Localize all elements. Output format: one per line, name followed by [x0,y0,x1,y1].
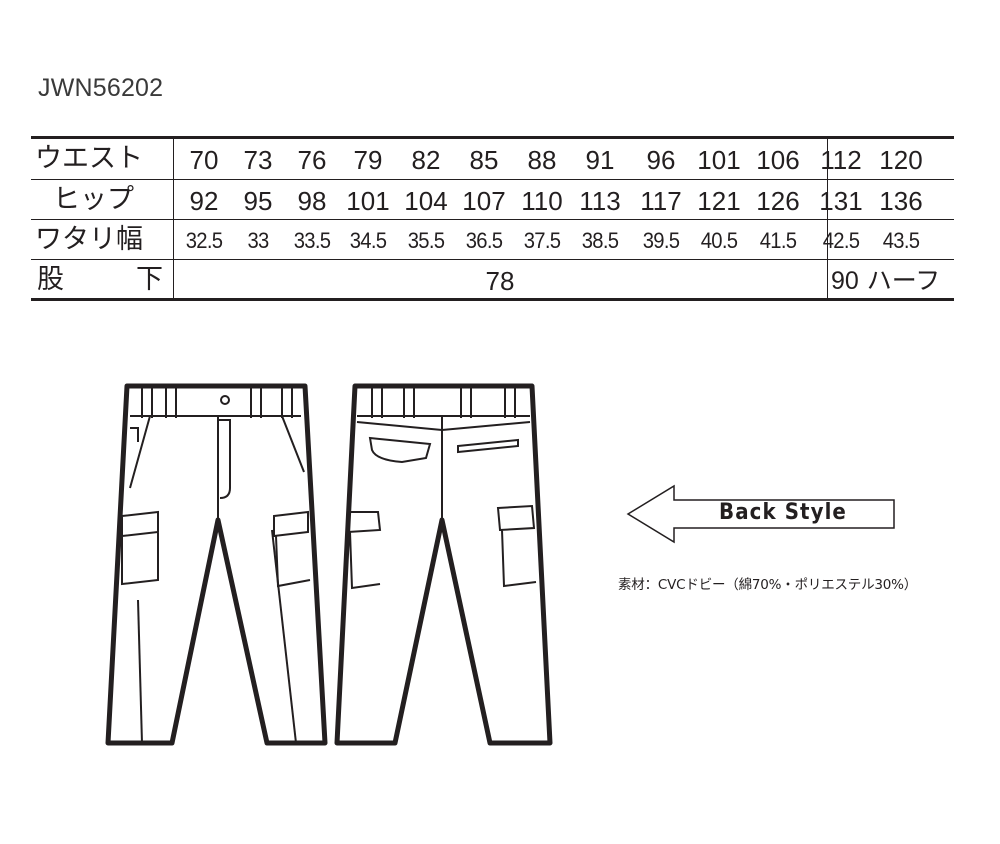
table-cell: 107 [462,186,506,216]
table-cell: 112 [820,145,862,175]
row-label-hip: ヒップ [53,184,134,215]
table-cell: 42.5 [822,228,860,253]
table-divider-label [173,139,174,298]
table-cell: 34.5 [349,228,387,253]
back-pocket-left [368,436,432,464]
row-label-inseam: 股 下 [31,260,173,300]
back-belt-loop [371,388,383,418]
back-style-label: Back Style [719,500,847,525]
table-cell: 92 [189,186,219,216]
table-cell: 101 [346,186,390,216]
table-cell: 79 [353,145,383,175]
table-cell: 126 [756,186,800,216]
front-belt-loop [281,388,293,418]
front-belt-loop [165,388,177,418]
pants-drawing [105,383,553,746]
table-cell: 131 [819,186,863,216]
table-cell: 95 [243,186,273,216]
table-row-inseam: 股 下 78 90 ハーフ [31,259,954,299]
table-cell: 76 [297,145,327,175]
back-belt-loop [460,388,472,418]
left-arrow-icon [626,484,895,544]
back-belt-loop [504,388,516,418]
inseam-regular-value: 78 [485,266,515,296]
table-row-waist: ウエスト 70 73 76 79 82 85 88 91 96 101 106 112 120 [31,139,954,179]
back-yoke [356,421,531,432]
table-cell: 136 [879,186,923,216]
front-crease-right [271,529,297,744]
table-cell: 110 [521,186,563,216]
inseam-long-value: 90 ハーフ [831,260,954,300]
back-cargo-pocket-left [347,511,382,590]
table-cell: 113 [579,186,621,216]
table-cell: 70 [189,145,219,175]
product-code: JWN56202 [38,74,164,102]
table-cell: 37.5 [523,228,561,253]
back-pants-outline [334,383,553,746]
table-cell: 32.5 [185,228,223,253]
back-cargo-pocket-right [496,504,537,588]
table-row-hip: ヒップ 92 95 98 101 104 107 110 113 117 121 126 131 136 [31,179,954,219]
front-cargo-pocket-left [121,510,159,586]
table-row-thigh-width: ワタリ幅 32.5 33 33.5 34.5 35.5 36.5 37.5 38.5 39.5 4… [31,219,954,259]
table-cell: 73 [243,145,273,175]
table-cell: 36.5 [465,228,503,253]
size-table: ウエスト 70 73 76 79 82 85 88 91 96 101 106 112 120 ヒップ … [31,136,954,301]
table-cell: 40.5 [700,228,738,253]
back-belt-loop [403,388,415,418]
front-belt-loop [141,388,153,418]
row-label-thigh-width: ワタリ幅 [35,224,143,255]
table-divider-large-sizes [827,139,828,298]
row-label-inseam-left: 股 [37,264,64,295]
front-crease-left [137,599,143,744]
waist-values: 70 73 76 79 82 85 88 91 96 101 106 112 120 [31,139,954,179]
table-cell: 39.5 [642,228,680,253]
table-cell: 96 [646,145,676,175]
inseam-long-number: 90 [831,267,859,295]
row-label-inseam-right: 下 [136,264,163,295]
front-fly [217,416,231,520]
front-belt-loop [250,388,262,418]
table-cell: 35.5 [407,228,445,253]
table-cell: 91 [585,145,615,175]
front-pocket-right [281,415,305,473]
table-cell: 120 [879,145,923,175]
table-cell: 104 [404,186,448,216]
back-pocket-right [457,438,519,454]
front-button [220,395,230,405]
front-cargo-pocket-right [273,510,311,588]
table-cell: 41.5 [759,228,797,253]
row-label-waist: ウエスト [35,143,143,174]
front-pants-outline [105,383,328,746]
table-cell: 85 [469,145,499,175]
thigh-width-values: 32.5 33 33.5 34.5 35.5 36.5 37.5 38.5 39.5 40.5 41… [31,220,954,260]
table-cell: 117 [640,186,682,216]
table-cell: 33 [247,228,269,253]
table-cell: 106 [756,145,800,175]
back-style-arrow [626,484,895,544]
table-cell: 82 [411,145,441,175]
table-cell: 33.5 [293,228,331,253]
material-text: 素材：CVCドビー（綿70%・ポリエステル30%） [618,577,918,593]
table-cell: 121 [697,186,741,216]
table-cell: 98 [297,186,327,216]
table-cell: 38.5 [581,228,619,253]
inseam-long-note: ハーフ [866,266,941,295]
table-cell: 101 [697,145,741,175]
front-pocket-left [129,415,151,489]
table-cell: 88 [527,145,557,175]
hip-values: 92 95 98 101 104 107 110 113 117 121 126 131 136 [31,180,954,220]
table-cell: 43.5 [882,228,920,253]
